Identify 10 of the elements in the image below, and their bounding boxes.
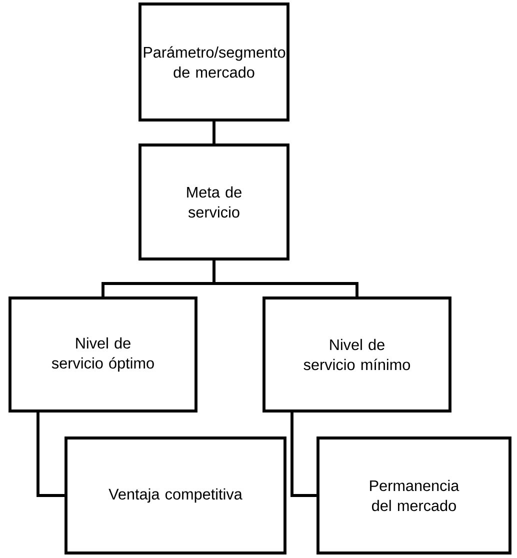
process-box: Meta de servicio xyxy=(138,144,290,260)
connector-line xyxy=(290,412,317,497)
process-box: Ventaja competitiva xyxy=(64,436,286,554)
connector-line xyxy=(212,260,358,297)
process-box: Nivel de servicio mínimo xyxy=(262,296,452,412)
process-box: Nivel de servicio óptimo xyxy=(8,296,198,412)
connector-line xyxy=(212,121,216,144)
process-box: Parámetro/segmento de mercado xyxy=(138,2,290,122)
connector-line xyxy=(36,412,65,497)
process-box: Permanencia del mercado xyxy=(316,436,512,554)
